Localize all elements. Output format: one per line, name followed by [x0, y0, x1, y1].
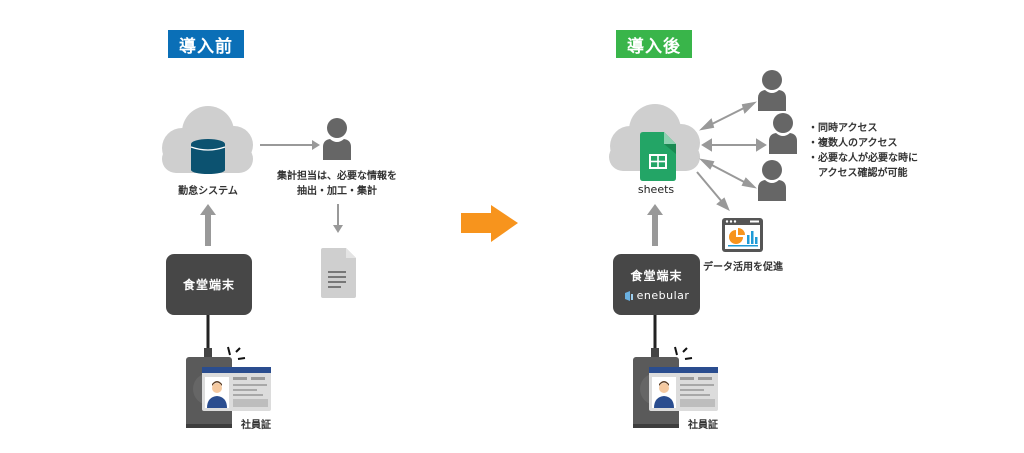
arrow-to-user-2	[701, 138, 767, 152]
person-icon	[758, 160, 786, 201]
arrow-to-user-3	[699, 158, 757, 189]
enebular-logo-icon	[624, 290, 633, 301]
dashboard-chart-icon	[722, 218, 763, 252]
data-usage-label: データ活用を促進	[703, 262, 783, 273]
google-sheets-icon	[640, 132, 676, 181]
database-icon	[190, 139, 226, 174]
benefit-item: ・必要な人が必要な時に	[808, 153, 918, 164]
document-icon	[321, 248, 356, 298]
person-icon	[769, 113, 797, 154]
arrow-to-user-1	[699, 101, 757, 131]
after-badge-label: 導入後	[627, 36, 681, 57]
benefit-item: ・同時アクセス	[808, 123, 878, 134]
benefits-list: ・同時アクセス ・複数人のアクセス ・必要な人が必要な時に アクセス確認が可能	[808, 121, 918, 181]
arrow-to-dashboard	[696, 171, 730, 212]
cloud-app-label: sheets	[637, 183, 675, 196]
staff-note-line2: 抽出・加工・集計	[297, 186, 377, 197]
id-card-icon	[649, 367, 718, 411]
transition-arrow-icon	[461, 205, 518, 242]
staff-note-line1: 集計担当は、必要な情報を	[277, 171, 397, 182]
enebular-logo: enebular	[624, 289, 690, 302]
card-label: 社員証	[688, 420, 718, 431]
cafeteria-terminal: 食堂端末 enebular	[613, 254, 700, 315]
after-badge: 導入後	[616, 30, 692, 58]
system-label: 勤怠システム	[178, 186, 238, 197]
tap-indicator	[227, 346, 246, 360]
terminal-label: 食堂端末	[182, 278, 235, 292]
person-icon	[323, 118, 351, 160]
benefit-item: アクセス確認が可能	[808, 168, 908, 179]
card-label: 社員証	[241, 420, 271, 431]
arrow-to-document	[333, 204, 343, 233]
arrow-to-staff	[260, 140, 320, 150]
before-badge-label: 導入前	[179, 36, 233, 57]
cafeteria-terminal: 食堂端末	[166, 254, 252, 315]
arrow-to-system	[200, 204, 216, 246]
id-card-icon	[202, 367, 271, 411]
terminal-label: 食堂端末	[630, 269, 683, 283]
benefit-item: ・複数人のアクセス	[808, 138, 898, 149]
enebular-brand: enebular	[636, 289, 690, 302]
person-icon	[758, 70, 786, 111]
tap-indicator	[674, 346, 693, 360]
before-badge: 導入前	[168, 30, 244, 58]
arrow-to-cloud	[647, 204, 663, 246]
